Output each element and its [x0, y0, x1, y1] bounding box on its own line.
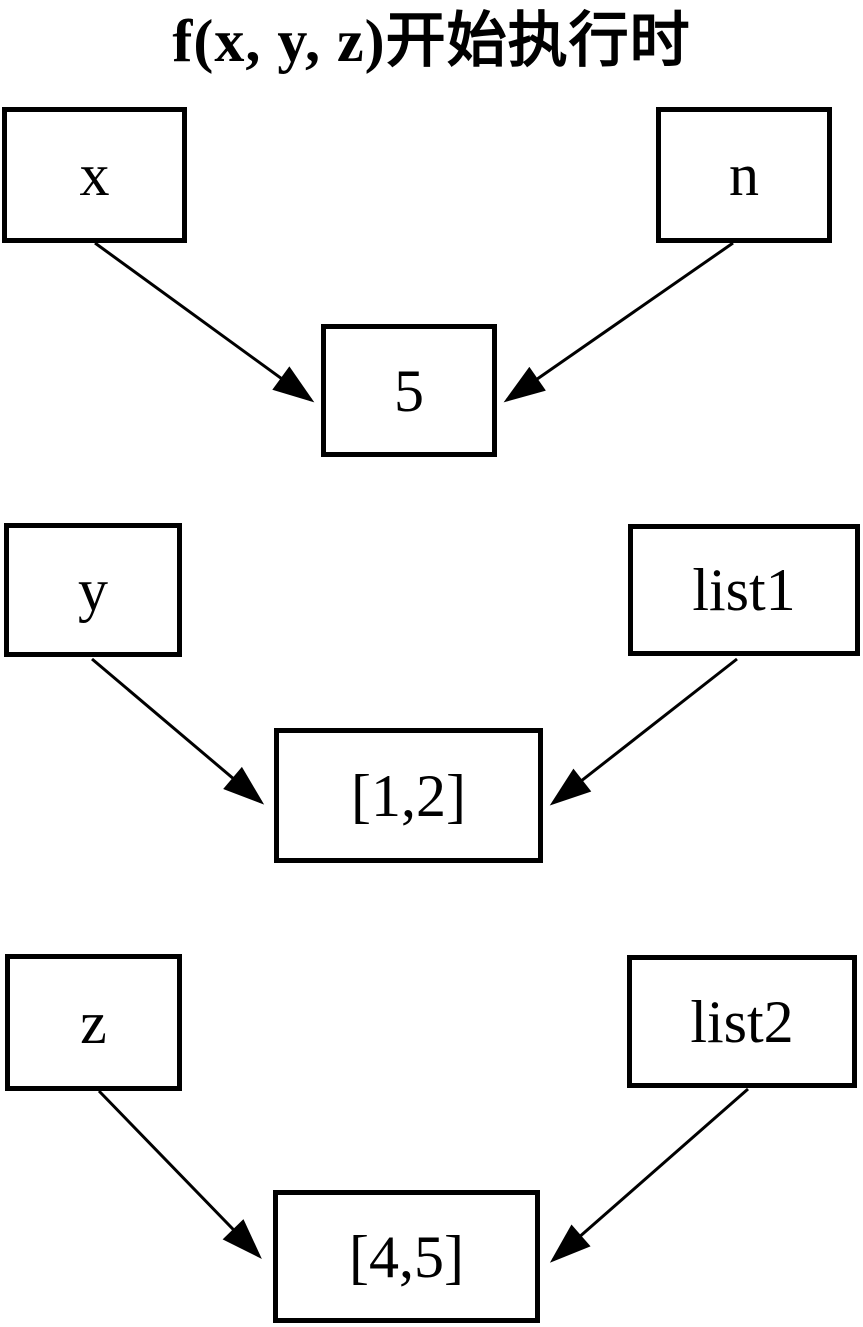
node-variable-y: y	[4, 523, 182, 657]
node-variable-list1: list1	[628, 524, 860, 656]
node-variable-n-label: n	[729, 142, 759, 208]
node-variable-x: x	[2, 107, 187, 243]
node-value-list-1-2: [1,2]	[274, 728, 543, 863]
node-value-5-label: 5	[394, 357, 424, 424]
node-value-5: 5	[321, 324, 497, 457]
arrow-y-to-12	[91, 657, 265, 805]
arrow-n-to-5	[503, 241, 734, 403]
arrow-x-to-5	[94, 241, 315, 403]
arrow-z-to-45	[97, 1089, 262, 1259]
node-variable-y-label: y	[78, 557, 108, 623]
node-variable-list2: list2	[627, 955, 857, 1088]
node-variable-n: n	[656, 107, 832, 243]
node-variable-x-label: x	[79, 142, 110, 208]
arrow-list1-to-12	[549, 657, 738, 806]
node-variable-z-label: z	[80, 989, 107, 1056]
node-variable-list1-label: list1	[692, 557, 796, 623]
node-variable-list2-label: list2	[690, 988, 794, 1055]
node-value-list-4-5-label: [4,5]	[349, 1223, 464, 1290]
node-variable-z: z	[5, 954, 182, 1091]
arrow-list2-to-45	[549, 1087, 749, 1263]
diagram-title: f(x, y, z)开始执行时	[172, 8, 691, 74]
node-value-list-4-5: [4,5]	[273, 1190, 540, 1323]
node-value-list-1-2-label: [1,2]	[351, 762, 466, 829]
